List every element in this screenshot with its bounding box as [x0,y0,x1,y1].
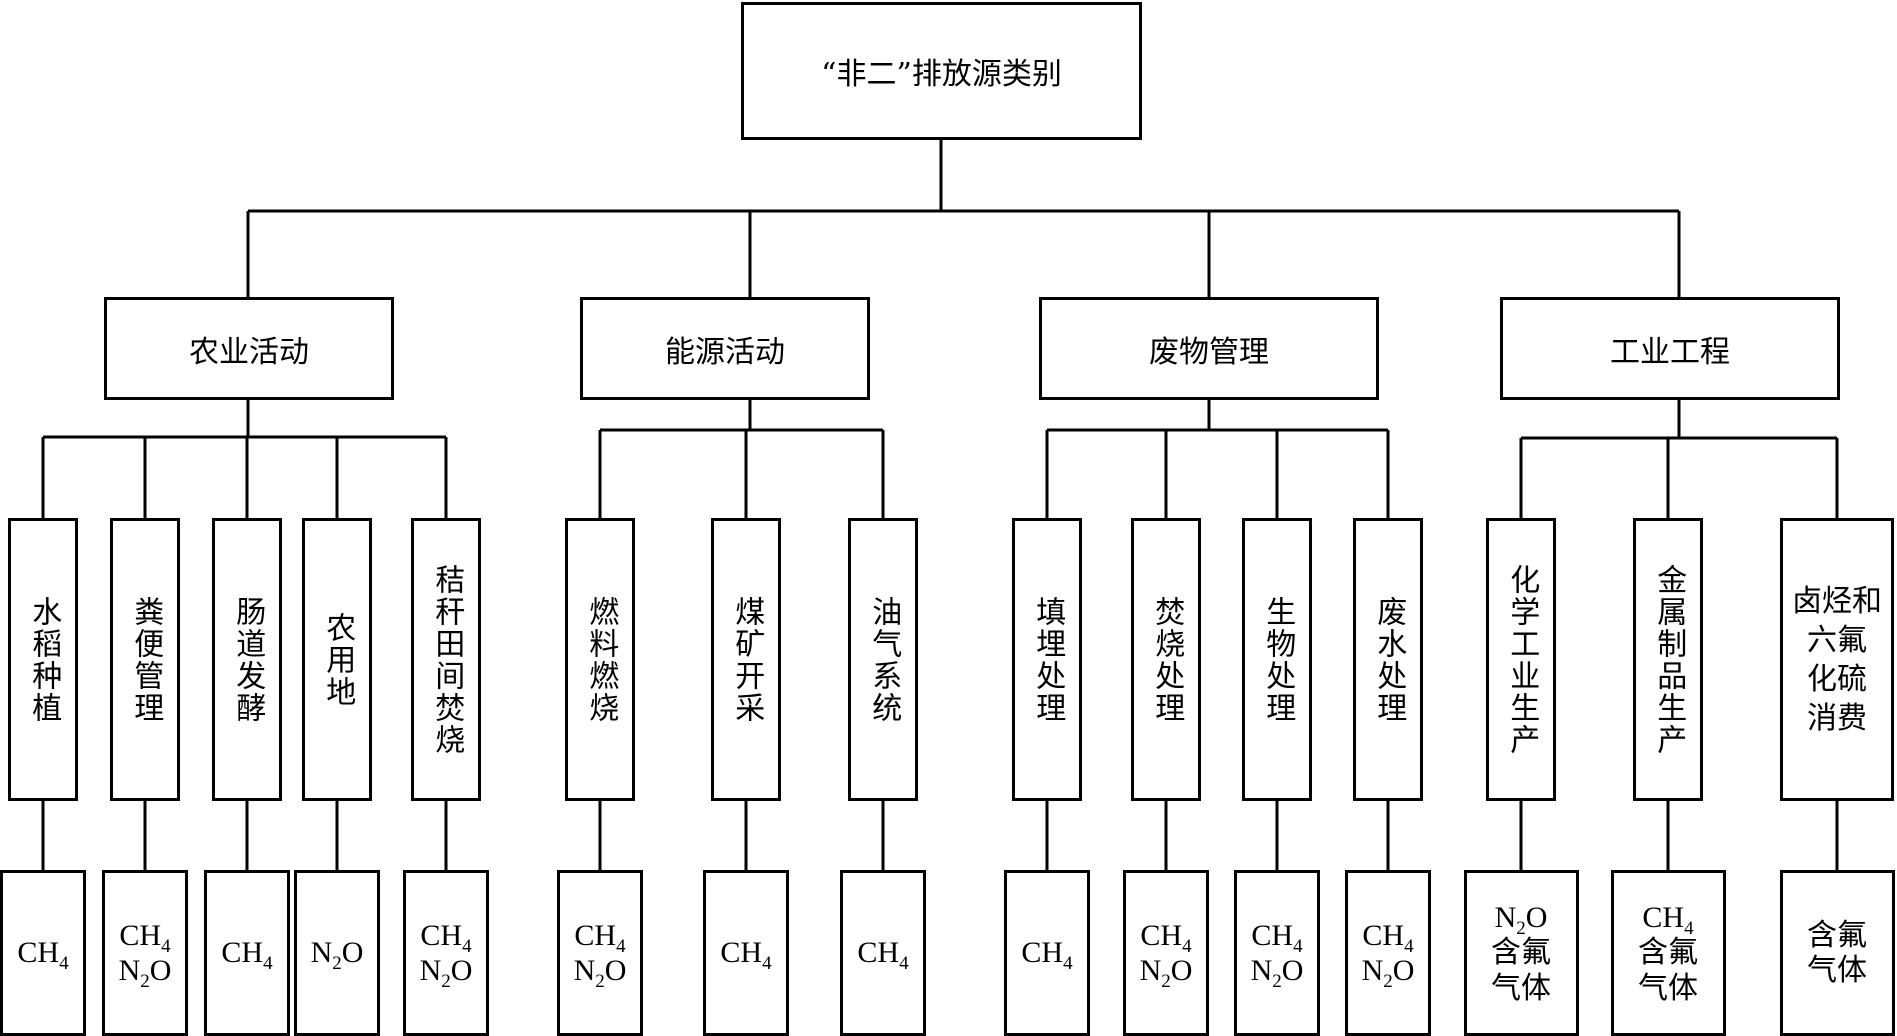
source-label: 生物处理 [1260,595,1296,724]
source-label: 焚烧处理 [1149,595,1185,724]
source-label: 填埋处理 [1030,595,1066,724]
source-node: 农用地 [302,518,372,801]
gas-node: CH4 [204,870,290,1036]
gas-n2o: N2O [118,954,172,992]
source-node: 粪便管理 [110,518,180,801]
source-label-row: 卤烃和 [1792,583,1882,619]
root-label: “非二”排放源类别 [821,57,1062,92]
gas-fluorinated: 气体 [1807,953,1867,988]
source-label: 卤烃和六氟化硫消费 [1792,582,1882,738]
gas-ch4: CH4 [119,918,171,957]
source-label: 废水处理 [1371,595,1407,724]
gas-node: CH4 [1004,870,1090,1036]
category-node: 工业工程 [1500,297,1840,400]
source-node: 肠道发酵 [212,518,282,801]
gas-ch4: CH4 [420,918,472,957]
source-node: 煤矿开采 [711,518,781,801]
gas-fluorinated: 气体 [1491,970,1551,1006]
gas-node: CH4 [0,870,86,1036]
gas-ch4: CH4 [1362,918,1414,957]
gas-ch4: CH4 [17,936,69,975]
category-label: 废物管理 [1149,334,1269,370]
gas-ch4: CH4 [574,918,626,957]
source-label: 燃料燃烧 [583,595,619,724]
source-label: 农用地 [320,611,356,708]
source-node: 废水处理 [1353,518,1423,801]
gas-n2o: N2O [1361,954,1415,992]
source-node: 焚烧处理 [1131,518,1201,801]
source-label: 油气系统 [866,595,902,724]
gas-n2o: N2O [1494,900,1548,939]
source-label: 化学工业生产 [1504,563,1540,756]
gas-node: N2O [294,870,380,1036]
category-label: 能源活动 [665,334,785,370]
source-label: 金属制品生产 [1651,563,1687,756]
category-label: 农业活动 [189,334,309,370]
gas-fluorinated: 含氟 [1807,917,1867,953]
gas-n2o: N2O [310,936,364,975]
gas-n2o: N2O [419,954,473,992]
gas-ch4: CH4 [221,936,273,975]
gas-fluorinated: 含氟 [1491,935,1551,971]
source-node: 填埋处理 [1012,518,1082,801]
source-node: 化学工业生产 [1486,518,1556,801]
gas-node: CH4 [840,870,926,1036]
gas-ch4: CH4 [1021,936,1073,975]
gas-ch4: CH4 [857,936,909,975]
source-label: 煤矿开采 [729,595,765,724]
gas-ch4: CH4 [1642,900,1694,939]
source-label-row: 六氟 [1807,622,1867,658]
source-label-row: 化硫 [1807,661,1867,697]
source-node: 油气系统 [848,518,918,801]
source-node: 生物处理 [1242,518,1312,801]
gas-fluorinated: 气体 [1638,970,1698,1006]
category-node: 废物管理 [1039,297,1379,400]
gas-node: CH4 [703,870,789,1036]
category-node: 农业活动 [104,297,394,400]
source-node: 燃料燃烧 [565,518,635,801]
gas-node: 含氟气体 [1779,870,1895,1036]
gas-ch4: CH4 [1140,918,1192,957]
source-label: 肠道发酵 [230,595,266,724]
gas-n2o: N2O [1250,954,1304,992]
gas-fluorinated: 含氟 [1638,935,1698,971]
root-node: “非二”排放源类别 [741,2,1142,140]
source-label: 粪便管理 [128,595,164,724]
gas-ch4: CH4 [720,936,772,975]
source-label-row: 消费 [1807,700,1867,736]
category-node: 能源活动 [580,297,870,400]
gas-n2o: N2O [573,954,627,992]
source-node: 水稻种植 [8,518,78,801]
source-node: 卤烃和六氟化硫消费 [1780,518,1894,801]
gas-n2o: N2O [1139,954,1193,992]
source-label: 水稻种植 [26,595,62,724]
category-label: 工业工程 [1610,334,1730,370]
source-label: 秸秆田间焚烧 [429,563,465,756]
source-node: 秸秆田间焚烧 [411,518,481,801]
gas-ch4: CH4 [1251,918,1303,957]
source-node: 金属制品生产 [1633,518,1703,801]
